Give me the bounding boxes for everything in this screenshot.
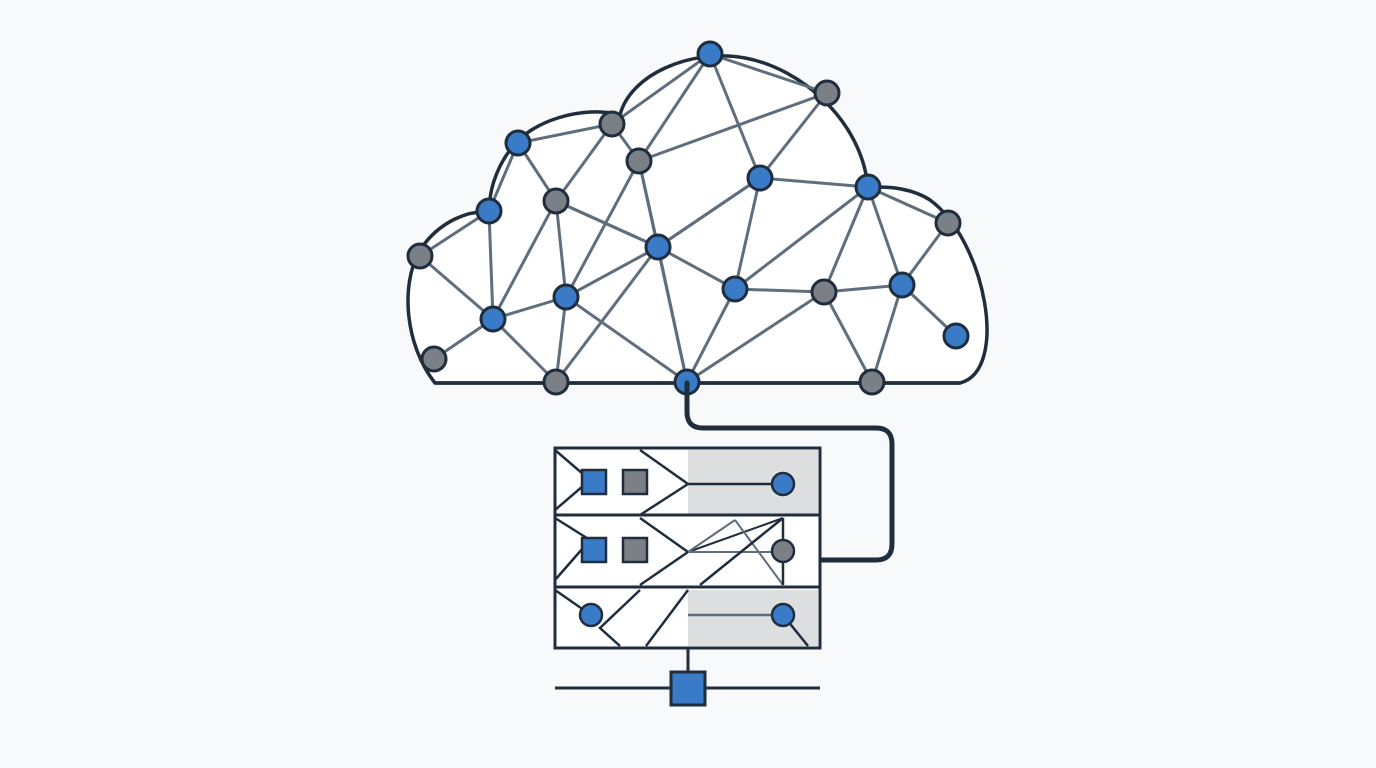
mesh-node-blue xyxy=(888,271,916,299)
mesh-edge xyxy=(866,186,904,286)
status-light-blue xyxy=(580,536,608,564)
status-light-gray xyxy=(621,468,649,496)
mesh-edge xyxy=(554,200,568,298)
mesh-edge xyxy=(733,177,762,290)
mesh-node-gray xyxy=(813,79,841,107)
mesh-edge xyxy=(638,91,828,163)
mesh-edge xyxy=(657,245,736,291)
server-unit-3 xyxy=(554,588,818,647)
server-unit-1 xyxy=(554,448,818,517)
mesh-edge xyxy=(758,92,829,179)
mesh-edge xyxy=(759,176,869,189)
mesh-edge xyxy=(686,290,825,384)
mesh-edge xyxy=(709,52,828,95)
mesh-edge xyxy=(554,296,568,383)
uplink-cable xyxy=(684,380,895,563)
mesh-node-gray xyxy=(542,368,570,396)
server-rack xyxy=(553,446,822,650)
mesh-edge xyxy=(419,209,490,258)
mesh-edge xyxy=(734,185,869,291)
mesh-node-gray xyxy=(625,147,653,175)
mesh-edge xyxy=(419,254,494,321)
port-icon xyxy=(770,538,796,564)
mesh-edge xyxy=(685,288,737,383)
mesh-edge xyxy=(487,210,495,320)
mesh-edge xyxy=(565,245,659,299)
mesh-node-gray xyxy=(598,110,626,138)
mesh-node-blue xyxy=(479,305,507,333)
mesh-node-blue xyxy=(854,173,882,201)
mesh-edge xyxy=(822,291,874,383)
mesh-node-gray xyxy=(542,187,570,215)
mesh-edge xyxy=(491,317,558,384)
mesh-edge xyxy=(822,186,870,293)
port-icon xyxy=(770,471,796,497)
mesh-edge xyxy=(554,123,614,202)
mesh-edge xyxy=(611,52,711,126)
mesh-edge xyxy=(657,176,761,249)
mesh-edge xyxy=(867,185,949,225)
port-icon xyxy=(578,602,604,628)
mesh-node-blue xyxy=(746,164,774,192)
mesh-edge xyxy=(637,160,689,383)
mesh-edge xyxy=(491,200,558,320)
mesh-node-blue xyxy=(504,129,532,157)
network-port-icon xyxy=(669,670,707,707)
mesh-edges xyxy=(419,52,958,384)
network-connector xyxy=(555,648,820,707)
mesh-node-gray xyxy=(406,242,434,270)
mesh-node-gray xyxy=(420,345,448,373)
mesh-edge xyxy=(564,160,641,298)
mesh-node-blue xyxy=(696,40,724,68)
status-light-blue xyxy=(580,468,608,496)
status-light-gray xyxy=(621,536,649,564)
mesh-edge xyxy=(637,53,712,162)
mesh-node-blue xyxy=(475,197,503,225)
mesh-node-blue xyxy=(721,275,749,303)
mesh-edge xyxy=(734,287,825,294)
server-unit-2 xyxy=(554,516,796,587)
mesh-node-gray xyxy=(934,209,962,237)
mesh-node-blue xyxy=(552,283,580,311)
mesh-nodes xyxy=(406,40,970,396)
mesh-edge xyxy=(554,246,660,383)
port-icon xyxy=(770,602,796,628)
mesh-edge xyxy=(708,53,762,179)
mesh-node-blue xyxy=(942,322,970,350)
mesh-edge xyxy=(555,199,659,249)
mesh-edge xyxy=(565,295,688,384)
mesh-node-blue xyxy=(644,233,672,261)
mesh-edge xyxy=(870,284,904,383)
mesh-edge xyxy=(517,122,613,145)
mesh-node-gray xyxy=(810,278,838,306)
mesh-node-gray xyxy=(858,368,886,396)
